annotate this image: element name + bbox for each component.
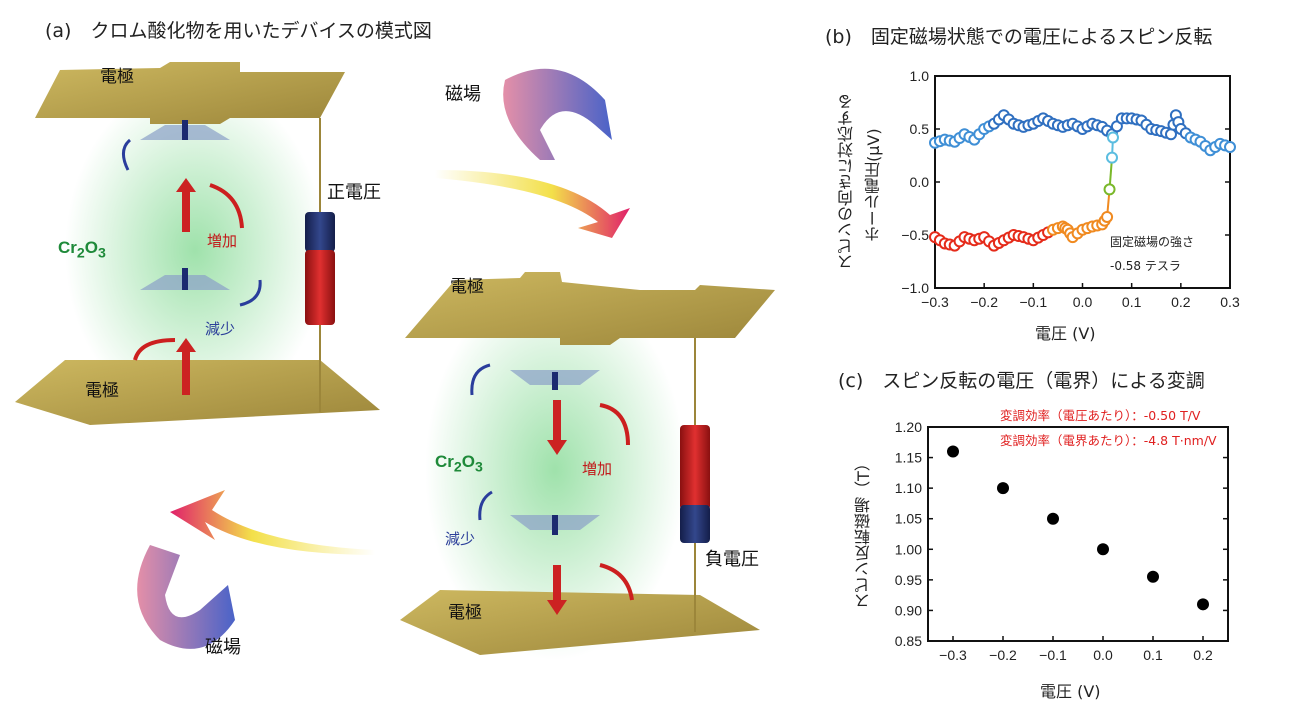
data-point — [1197, 598, 1209, 611]
plot-frame — [927, 426, 1229, 642]
y-tick-label: 0.5 — [910, 121, 930, 137]
x-tick-label: 0.0 — [1073, 294, 1093, 310]
spin-arrows — [122, 120, 262, 395]
cr2o3-glow — [65, 80, 325, 420]
y-tick-label: 1.15 — [895, 450, 922, 466]
x-tick-label: −0.1 — [1039, 647, 1067, 663]
battery-positive-end — [305, 250, 335, 325]
y-tick-label: 0.90 — [895, 602, 922, 618]
y-tick-label: 1.00 — [895, 541, 922, 557]
chart-b-xlabel: 電圧 (V) — [1035, 324, 1096, 343]
y-tick-label: 1.0 — [910, 68, 930, 84]
data-point-transition — [1106, 131, 1119, 144]
panel-c-title: (c) スピン反転の電圧（電界）による変調 — [838, 370, 1205, 392]
field-arrow — [435, 170, 630, 238]
x-tick-label: 0.1 — [1143, 647, 1163, 663]
device-positive — [15, 62, 380, 425]
positive-voltage-label: 正電圧 — [327, 182, 381, 203]
device-negative — [400, 272, 775, 660]
top-electrode-label: 電極 — [100, 67, 134, 87]
material-label: Cr2O3 — [58, 238, 106, 262]
data-point — [947, 445, 959, 458]
data-point-upper — [1224, 141, 1236, 154]
x-tick-label: 0.2 — [1171, 294, 1191, 310]
chart-c-annotation-2: 変調効率（電界あたり）：-4.8 T·nm/V — [996, 430, 1221, 449]
x-tick-label: 0.3 — [1220, 294, 1240, 310]
y-tick-label: −0.5 — [901, 227, 929, 243]
bottom-electrode-label: 電極 — [448, 603, 482, 623]
increase-label: 増加 — [582, 460, 613, 478]
chart-b-annotation-1: 固定磁場の強さ — [1110, 235, 1195, 249]
top-electrode-plate — [405, 272, 775, 345]
magnetic-field-label: 磁場 — [445, 84, 481, 105]
increase-label: 増加 — [207, 232, 238, 250]
y-tick-label: 1.10 — [895, 480, 922, 496]
panel-b-title: (b) 固定磁場状態での電圧によるスピン反転 — [825, 26, 1213, 48]
data-point — [1097, 543, 1109, 556]
y-tick-label: 0.85 — [895, 633, 922, 649]
chart-b-annotation-2: -0.58 テスラ — [1110, 259, 1181, 273]
negative-voltage-label: 負電圧 — [705, 549, 759, 570]
chart-c-annotation-1: 変調効率（電圧あたり）：-0.50 T/V — [996, 405, 1205, 424]
y-tick-label: 0.95 — [895, 572, 922, 588]
decrease-label: 減少 — [445, 530, 476, 548]
battery-positive-end — [680, 425, 710, 510]
material-label: Cr2O3 — [435, 452, 483, 476]
battery-negative-end — [680, 505, 710, 543]
x-tick-label: −0.3 — [921, 294, 949, 310]
chart-c-xlabel: 電圧 (V) — [1040, 682, 1101, 701]
magnetic-field-label: 磁場 — [205, 637, 241, 658]
decrease-label: 減少 — [205, 320, 236, 338]
y-tick-label: 1.20 — [895, 419, 922, 435]
spin-arrows — [470, 363, 634, 615]
field-arrow — [170, 490, 375, 555]
magnet-icon — [503, 68, 612, 160]
data-point — [997, 482, 1009, 495]
x-tick-label: 0.0 — [1093, 647, 1113, 663]
battery-negative-end — [305, 212, 335, 252]
cr2o3-glow — [425, 280, 685, 660]
data-point — [1147, 570, 1159, 583]
bottom-electrode-plate — [15, 360, 380, 425]
top-electrode-plate — [35, 62, 345, 124]
bottom-electrode-plate — [400, 590, 760, 655]
panel-a-title: (a) クロム酸化物を用いたデバイスの模式図 — [45, 20, 432, 42]
x-tick-label: −0.2 — [989, 647, 1017, 663]
data-point-lower — [1101, 210, 1114, 223]
y-tick-label: 1.05 — [895, 511, 922, 527]
x-tick-label: 0.2 — [1193, 647, 1213, 663]
bottom-electrode-label: 電極 — [85, 381, 119, 401]
data-point-transition — [1103, 183, 1116, 196]
data-point-transition — [1106, 151, 1118, 164]
y-tick-label: −1.0 — [901, 280, 929, 296]
x-tick-label: −0.3 — [939, 647, 967, 663]
top-electrode-label: 電極 — [450, 277, 484, 297]
x-tick-label: −0.1 — [1020, 294, 1048, 310]
x-tick-label: −0.2 — [970, 294, 998, 310]
data-point — [1047, 512, 1059, 525]
magnet-icon — [137, 545, 235, 649]
x-tick-label: 0.1 — [1122, 294, 1142, 310]
y-tick-label: 0.0 — [910, 174, 930, 190]
